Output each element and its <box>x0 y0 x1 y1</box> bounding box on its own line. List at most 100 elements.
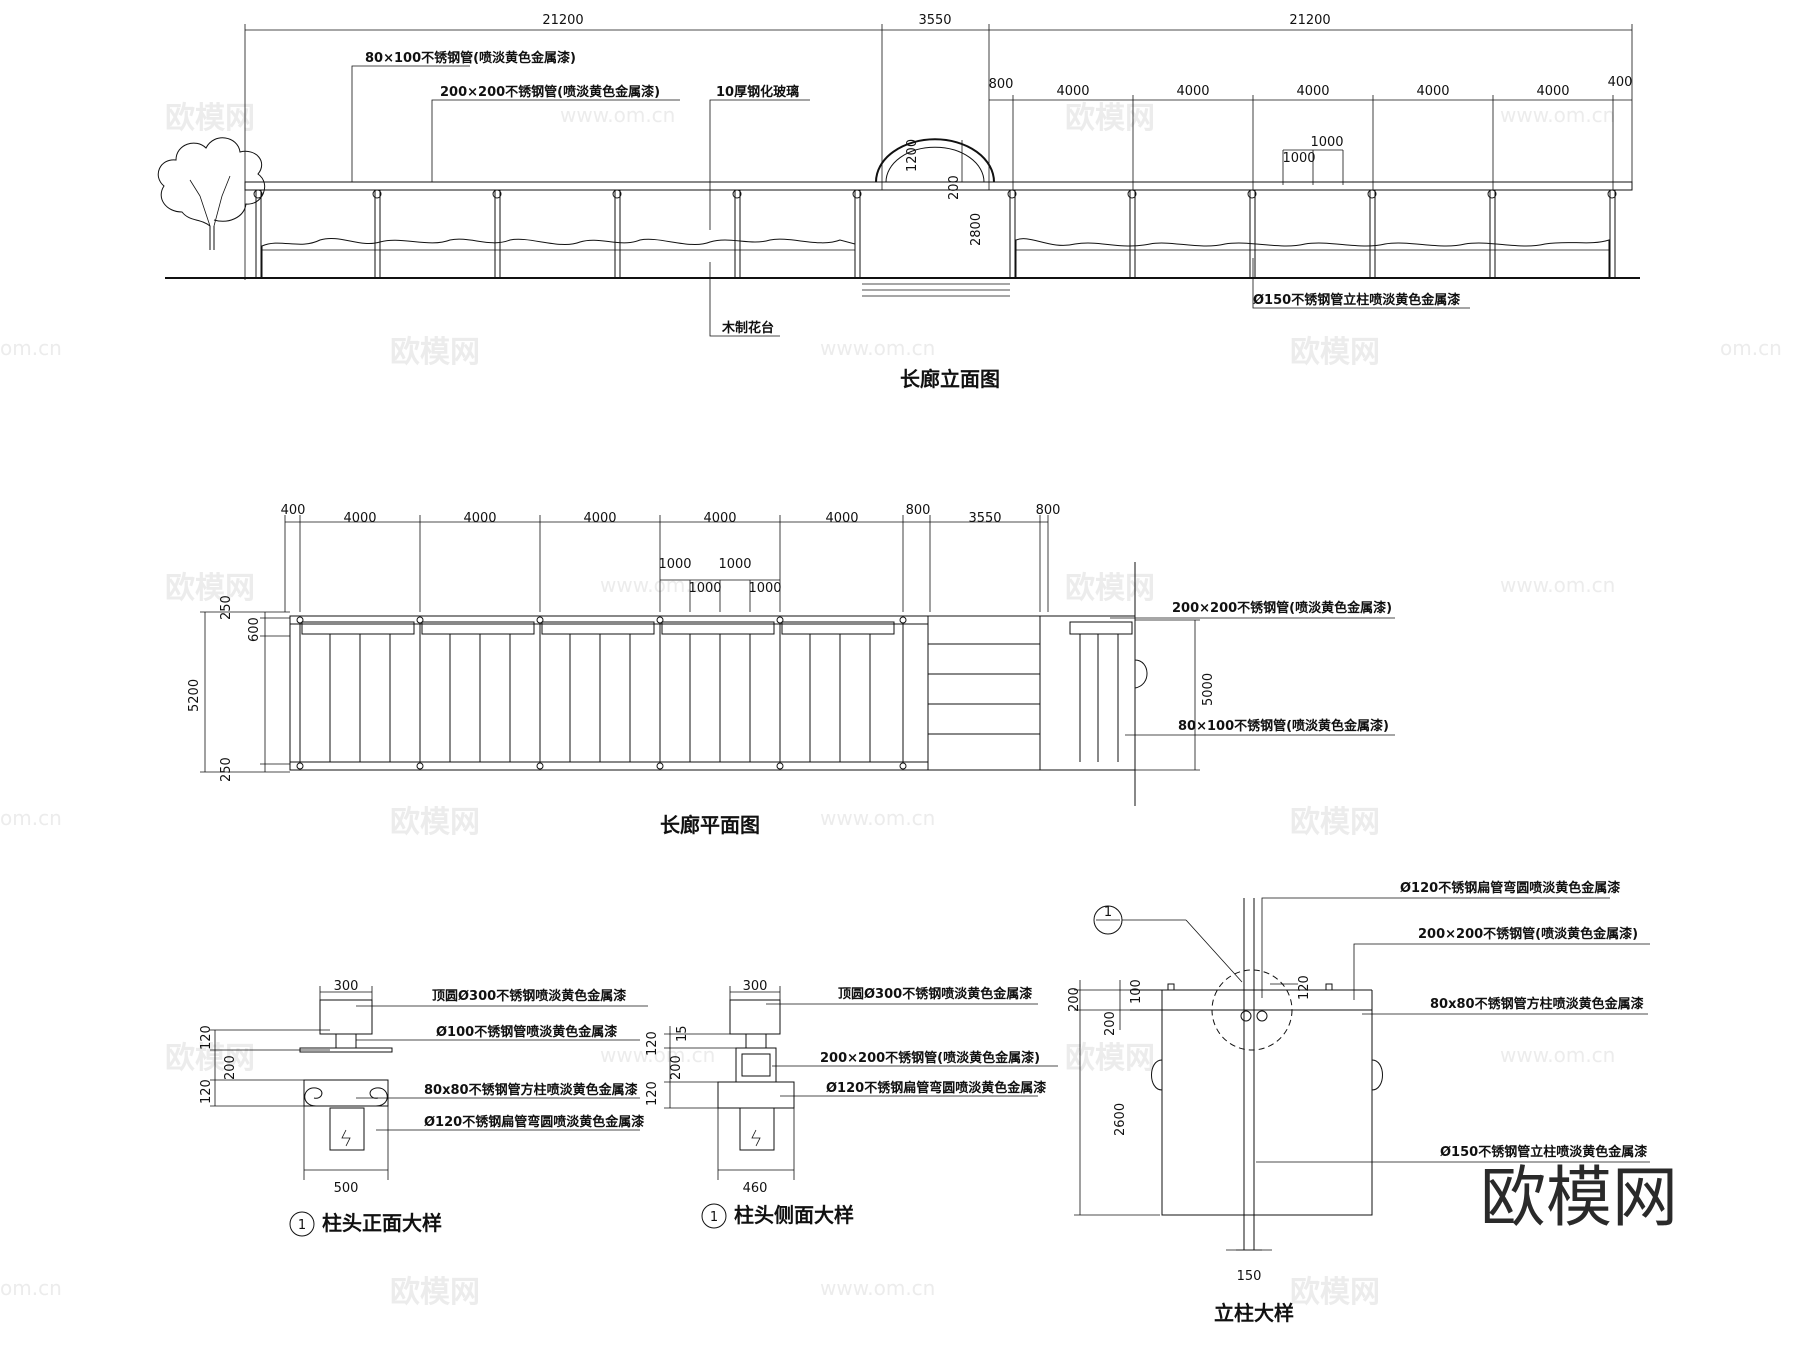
side-dim-left: 120 <box>645 1081 660 1106</box>
watermark-url: om.cn <box>1720 336 1782 360</box>
watermark-url: www.om.cn <box>600 573 715 597</box>
plan-small-dim: 1000 <box>718 557 751 572</box>
watermark-url: om.cn <box>0 336 62 360</box>
side-dim-left: 120 <box>645 1031 660 1056</box>
column-note: Ø150不锈钢管立柱喷淡黄色金属漆 <box>1440 1144 1647 1160</box>
elev-small-dim: 1000 <box>1282 151 1315 166</box>
plan-dim-top: 4000 <box>825 511 858 526</box>
side-title: 柱头侧面大样 <box>734 1203 854 1227</box>
watermark-brand: 欧模网 <box>1065 101 1155 136</box>
plan-small-dim: 1000 <box>748 581 781 596</box>
elev-bay-dim: 4000 <box>1176 84 1209 99</box>
watermark-brand: 欧模网 <box>165 1041 255 1076</box>
watermark-url: www.om.cn <box>820 1276 935 1300</box>
plan-dim-left: 5200 <box>187 679 202 712</box>
column-dim-left: 200 <box>1067 987 1082 1012</box>
plan-note-purlin: 80×100不锈钢管(喷淡黄色金属漆) <box>1178 718 1389 734</box>
plan-dim-top: 800 <box>1036 503 1061 518</box>
plan-dim-top: 4000 <box>343 511 376 526</box>
hedge-planters <box>261 238 1610 278</box>
watermark-url: om.cn <box>0 1276 62 1300</box>
elev-dim-left: 21200 <box>542 13 583 28</box>
elev-note-glass: 10厚钢化玻璃 <box>716 84 799 100</box>
plan-dim-top: 800 <box>906 503 931 518</box>
plan-dim-right: 5000 <box>1201 673 1216 706</box>
side-dim-left: 200 <box>669 1055 684 1080</box>
plan-dim-top: 4000 <box>583 511 616 526</box>
watermark-brand: 欧模网 <box>1065 1041 1155 1076</box>
side-dim-bottom: 460 <box>743 1181 768 1196</box>
plan-drawing: 400 4000 4000 4000 4000 4000 800 3550 80… <box>187 503 1395 837</box>
side-dim-top: 300 <box>743 979 768 994</box>
front-note: Ø120不锈钢扁管弯圆喷淡黄色金属漆 <box>424 1114 644 1130</box>
side-marker: 1 <box>710 1210 718 1225</box>
column-dim-left: 2600 <box>1113 1103 1128 1136</box>
column-dim-left: 200 <box>1103 1011 1118 1036</box>
elev-note-purlin: 80×100不锈钢管(喷淡黄色金属漆) <box>365 50 576 66</box>
elev-bay-dim: 400 <box>1608 75 1633 90</box>
plan-dim-left: 600 <box>247 617 262 642</box>
elev-bay-dim: 4000 <box>1416 84 1449 99</box>
plan-title: 长廊平面图 <box>660 813 760 837</box>
elev-arch-height: 1200 <box>905 139 920 172</box>
watermark-brand: 欧模网 <box>1065 571 1155 606</box>
front-title: 柱头正面大样 <box>322 1211 442 1235</box>
front-note: 80x80不锈钢管方柱喷淡黄色金属漆 <box>424 1082 638 1098</box>
plan-small-dim: 1000 <box>658 557 691 572</box>
detail-side-drawing: 300 460 15 120 200 120 顶圆Ø300不锈钢喷淡黄色金属漆 … <box>645 979 1058 1229</box>
watermark-url: www.om.cn <box>1500 103 1615 127</box>
elev-bay-dim: 800 <box>989 77 1014 92</box>
detail-column-drawing: 1 200 100 200 2600 120 1 <box>1067 880 1650 1325</box>
column-dim-left: 100 <box>1129 979 1144 1004</box>
watermark-url: www.om.cn <box>820 806 935 830</box>
plan-dim-top: 3550 <box>968 511 1001 526</box>
elev-note-column: Ø150不锈钢管立柱喷淡黄色金属漆 <box>1253 292 1460 308</box>
elev-bay-dim: 4000 <box>1056 84 1089 99</box>
watermark-url: om.cn <box>0 806 62 830</box>
elev-columns-right <box>1009 190 1616 278</box>
watermark-brand: 欧模网 <box>165 101 255 136</box>
plan-note-beam: 200×200不锈钢管(喷淡黄色金属漆) <box>1172 600 1392 616</box>
front-dim-left: 120 <box>199 1079 214 1104</box>
watermark-brand: 欧模网 <box>390 1275 480 1310</box>
column-marker: 1 <box>1104 905 1112 920</box>
elev-column-height: 2800 <box>969 213 984 246</box>
plan-dim-top: 4000 <box>703 511 736 526</box>
watermark-url: www.om.cn <box>1500 1043 1615 1067</box>
elev-small-dim: 1000 <box>1310 135 1343 150</box>
plan-dim-top: 400 <box>281 503 306 518</box>
front-dim-top: 300 <box>334 979 359 994</box>
watermark-url: www.om.cn <box>820 336 935 360</box>
watermark-url: www.om.cn <box>560 103 675 127</box>
column-note: Ø120不锈钢扁管弯圆喷淡黄色金属漆 <box>1400 880 1620 896</box>
elev-bay-dim: 4000 <box>1536 84 1569 99</box>
watermark-brand: 欧模网 <box>165 571 255 606</box>
plan-dim-left: 250 <box>219 757 234 782</box>
plan-dim-top: 4000 <box>463 511 496 526</box>
elev-note-planter: 木制花台 <box>721 320 774 336</box>
brand-watermark: 欧模网 <box>1480 1159 1678 1236</box>
elev-note-beam: 200×200不锈钢管(喷淡黄色金属漆) <box>440 84 660 100</box>
front-dim-bottom: 500 <box>334 1181 359 1196</box>
elev-dim-center: 3550 <box>918 13 951 28</box>
front-dim-left: 200 <box>223 1055 238 1080</box>
plan-dim-left: 250 <box>219 595 234 620</box>
column-dim-right: 120 <box>1297 975 1312 1000</box>
elevation-title: 长廊立面图 <box>900 367 1000 391</box>
plan-small-dim: 1000 <box>688 581 721 596</box>
watermark-layer: 欧模网 www.om.cn 欧模网 www.om.cn om.cn 欧模网 ww… <box>0 101 1782 1310</box>
watermark-brand: 欧模网 <box>1290 805 1380 840</box>
elev-column-heads <box>253 189 1617 199</box>
plan-beams <box>301 621 1133 635</box>
watermark-brand: 欧模网 <box>1290 1275 1380 1310</box>
detail-front-drawing: 300 500 120 200 120 顶圆Ø300不锈钢喷淡黄色金属漆 Ø10… <box>199 979 648 1237</box>
column-dim-bottom: 150 <box>1237 1269 1262 1284</box>
watermark-brand: 欧模网 <box>390 335 480 370</box>
plan-column-dots <box>296 616 907 770</box>
watermark-brand: 欧模网 <box>390 805 480 840</box>
front-marker: 1 <box>298 1218 306 1233</box>
front-dim-left: 120 <box>199 1025 214 1050</box>
watermark-url: www.om.cn <box>1500 573 1615 597</box>
elevation-drawing: 21200 3550 21200 800 4000 4000 4000 4000… <box>157 13 1640 391</box>
